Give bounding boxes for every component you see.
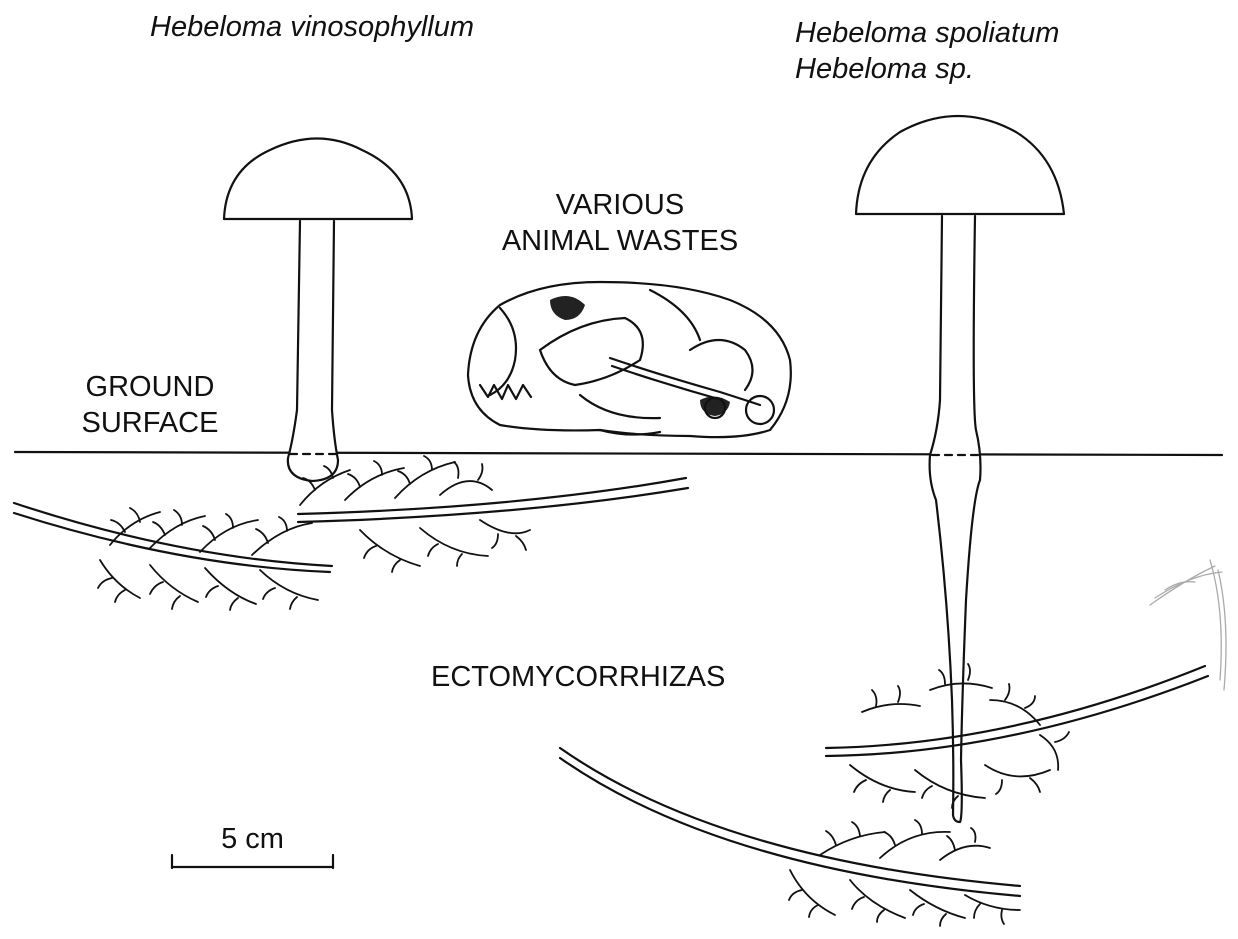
- species-right-label-2: Hebeloma sp.: [795, 52, 974, 86]
- ectomycorrhizas-label: ECTOMYCORRHIZAS: [431, 660, 725, 694]
- ground-surface-line: [15, 452, 1222, 455]
- animal-wastes-label-1: VARIOUS: [470, 188, 770, 222]
- scale-bar: [172, 855, 333, 868]
- mushroom-right-cap: [856, 116, 1064, 214]
- mushroom-right-stem: [930, 216, 981, 822]
- mushroom-left: [224, 139, 412, 482]
- ground-surface-label-2: SURFACE: [60, 406, 240, 440]
- scale-label: 5 cm: [172, 822, 333, 856]
- ground-surface-label-1: GROUND: [60, 370, 240, 404]
- animal-wastes-label-2: ANIMAL WASTES: [470, 224, 770, 258]
- roots-right: [560, 664, 1208, 926]
- species-right-label-1: Hebeloma spoliatum: [795, 16, 1059, 50]
- animal-skull: [468, 282, 791, 437]
- sketch-marks: [1150, 560, 1226, 690]
- mushroom-left-stem: [288, 221, 338, 481]
- roots-left: [14, 456, 688, 610]
- species-left-label: Hebeloma vinosophyllum: [150, 10, 474, 44]
- mushroom-left-cap: [224, 139, 412, 220]
